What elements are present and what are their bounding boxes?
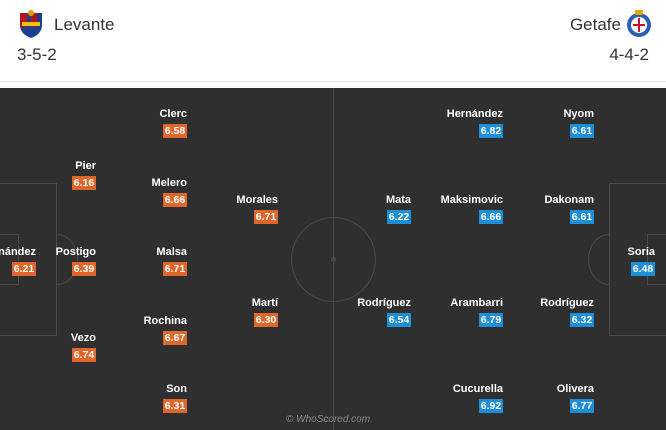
player-rating-badge: 6.39 <box>72 262 96 276</box>
player-name: Arambarri <box>450 297 503 309</box>
player-rating-badge: 6.31 <box>163 399 187 413</box>
player-name: Dakonam <box>544 194 594 206</box>
levante-crest-icon <box>20 10 42 38</box>
away-six-yard-box <box>647 234 666 285</box>
home-formation: 3-5-2 <box>17 45 57 64</box>
player-name: Morales <box>236 194 278 206</box>
player-name: Maksimovic <box>440 194 503 206</box>
player-rating-badge: 6.67 <box>163 331 187 345</box>
away-formation: 4-4-2 <box>609 45 649 64</box>
player-name: Vezo <box>70 332 96 344</box>
watermark: © WhoScored.com <box>286 414 371 425</box>
match-header: Levante 3-5-2 Getafe 4-4-2 <box>0 0 666 82</box>
player-name: Fernández <box>0 246 36 258</box>
home-penalty-box <box>0 183 57 336</box>
player-rating-badge: 6.16 <box>72 176 96 190</box>
home-team-name[interactable]: Levante <box>54 15 115 34</box>
player-rating-badge: 6.79 <box>479 313 503 327</box>
player-name: Pier <box>75 160 96 172</box>
player-name: Rodríguez <box>540 297 594 309</box>
player-rating-badge: 6.92 <box>479 399 503 413</box>
player-name: Martí <box>251 297 278 309</box>
player-name: Mata <box>385 194 411 206</box>
player-name: Rodríguez <box>357 297 411 309</box>
player-rating-badge: 6.58 <box>163 124 187 138</box>
player-name: Olivera <box>556 383 594 395</box>
player-name: Postigo <box>55 246 96 258</box>
player-rating-badge: 6.32 <box>570 313 594 327</box>
center-spot <box>331 257 336 262</box>
player-rating-badge: 6.48 <box>631 262 655 276</box>
player-rating-badge: 6.71 <box>254 210 278 224</box>
player-rating-badge: 6.30 <box>254 313 278 327</box>
player-name: Soria <box>627 246 655 258</box>
football-pitch <box>0 88 666 430</box>
player-name: Hernández <box>446 108 503 120</box>
player-rating-badge: 6.74 <box>72 348 96 362</box>
player-rating-badge: 6.22 <box>387 210 411 224</box>
player-rating-badge: 6.61 <box>570 210 594 224</box>
player-name: Rochina <box>143 315 187 327</box>
player-rating-badge: 6.61 <box>570 124 594 138</box>
player-rating-badge: 6.54 <box>387 313 411 327</box>
player-name: Nyom <box>563 108 594 120</box>
player-rating-badge: 6.66 <box>479 210 503 224</box>
away-team-name[interactable]: Getafe <box>569 15 621 34</box>
getafe-crest-icon <box>627 10 651 37</box>
player-rating-badge: 6.77 <box>570 399 594 413</box>
home-six-yard-box <box>0 234 19 285</box>
player-rating-badge: 6.21 <box>12 262 36 276</box>
player-name: Clerc <box>159 108 187 120</box>
player-name: Malsa <box>156 246 187 258</box>
header-divider <box>0 81 666 82</box>
player-rating-badge: 6.71 <box>163 262 187 276</box>
player-name: Cucurella <box>452 383 503 395</box>
player-name: Son <box>166 383 187 395</box>
player-name: Melero <box>151 177 187 189</box>
player-rating-badge: 6.82 <box>479 124 503 138</box>
player-rating-badge: 6.66 <box>163 193 187 207</box>
center-circle <box>291 217 376 302</box>
away-penalty-box <box>609 183 666 336</box>
